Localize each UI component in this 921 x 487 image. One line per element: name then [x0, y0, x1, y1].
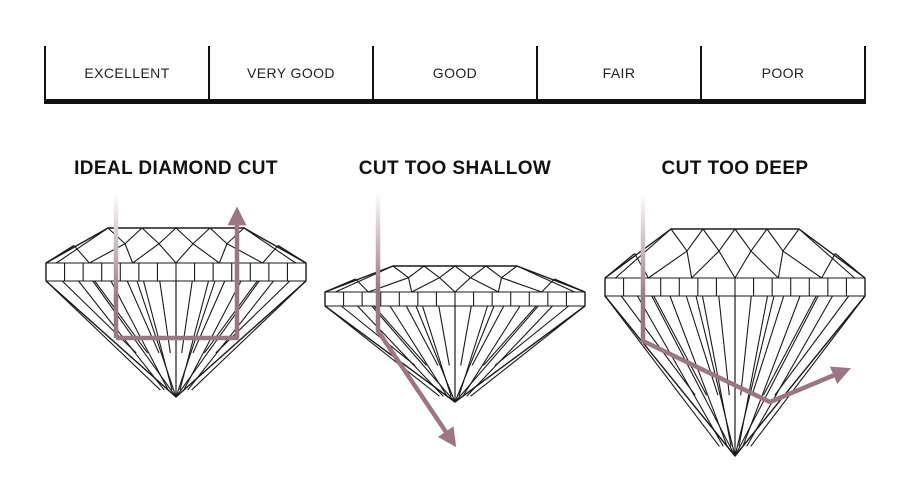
shallow-cut-title: CUT TOO SHALLOW	[358, 158, 552, 179]
ideal-cut-diamond	[45, 227, 307, 398]
ideal-light-path	[113, 192, 247, 341]
shallow-light-path	[375, 192, 457, 448]
grade-poor: POOR	[700, 46, 866, 99]
ideal-cut-title: IDEAL DIAMOND CUT	[74, 158, 278, 179]
grade-fair: FAIR	[536, 46, 700, 99]
deep-cut-title: CUT TOO DEEP	[661, 158, 809, 179]
grade-very-good: VERY GOOD	[208, 46, 372, 99]
grade-excellent: EXCELLENT	[44, 46, 208, 99]
shallow-cut-diamond	[324, 265, 586, 403]
deep-light-path	[640, 192, 851, 405]
deep-cut-diamond	[604, 228, 866, 457]
cut-grade-scale: EXCELLENT VERY GOOD GOOD FAIR POOR	[44, 46, 866, 104]
grade-good: GOOD	[372, 46, 536, 99]
